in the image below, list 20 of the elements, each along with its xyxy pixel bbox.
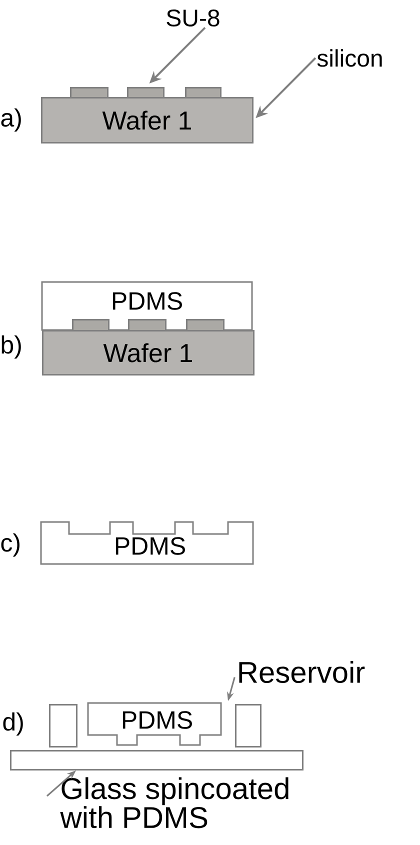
- material-label: SU-8: [166, 10, 220, 26]
- material-label: silicon: [317, 49, 382, 67]
- wafer-block: Wafer 1: [42, 330, 254, 376]
- panel-label: b): [2, 335, 21, 359]
- pillar-block: [235, 704, 262, 748]
- pdms-mold: PDMS: [40, 521, 254, 565]
- pattern-block: [185, 87, 222, 98]
- pattern-block: [186, 319, 224, 332]
- material-label: Reservoir: [239, 661, 365, 684]
- pdms-chip: PDMS: [87, 702, 222, 746]
- pattern-block: [127, 87, 164, 98]
- panel-label: d): [3, 712, 23, 736]
- pattern-block: [72, 319, 110, 332]
- wafer-block: Wafer 1: [41, 97, 254, 144]
- callout-label: Glass spincoated with PDMS: [60, 777, 288, 828]
- pattern-block: [128, 319, 166, 332]
- pillar-block: [49, 704, 78, 748]
- glass-slide: [10, 750, 304, 770]
- panel-label: a): [1, 108, 21, 132]
- pattern-block: [70, 87, 108, 98]
